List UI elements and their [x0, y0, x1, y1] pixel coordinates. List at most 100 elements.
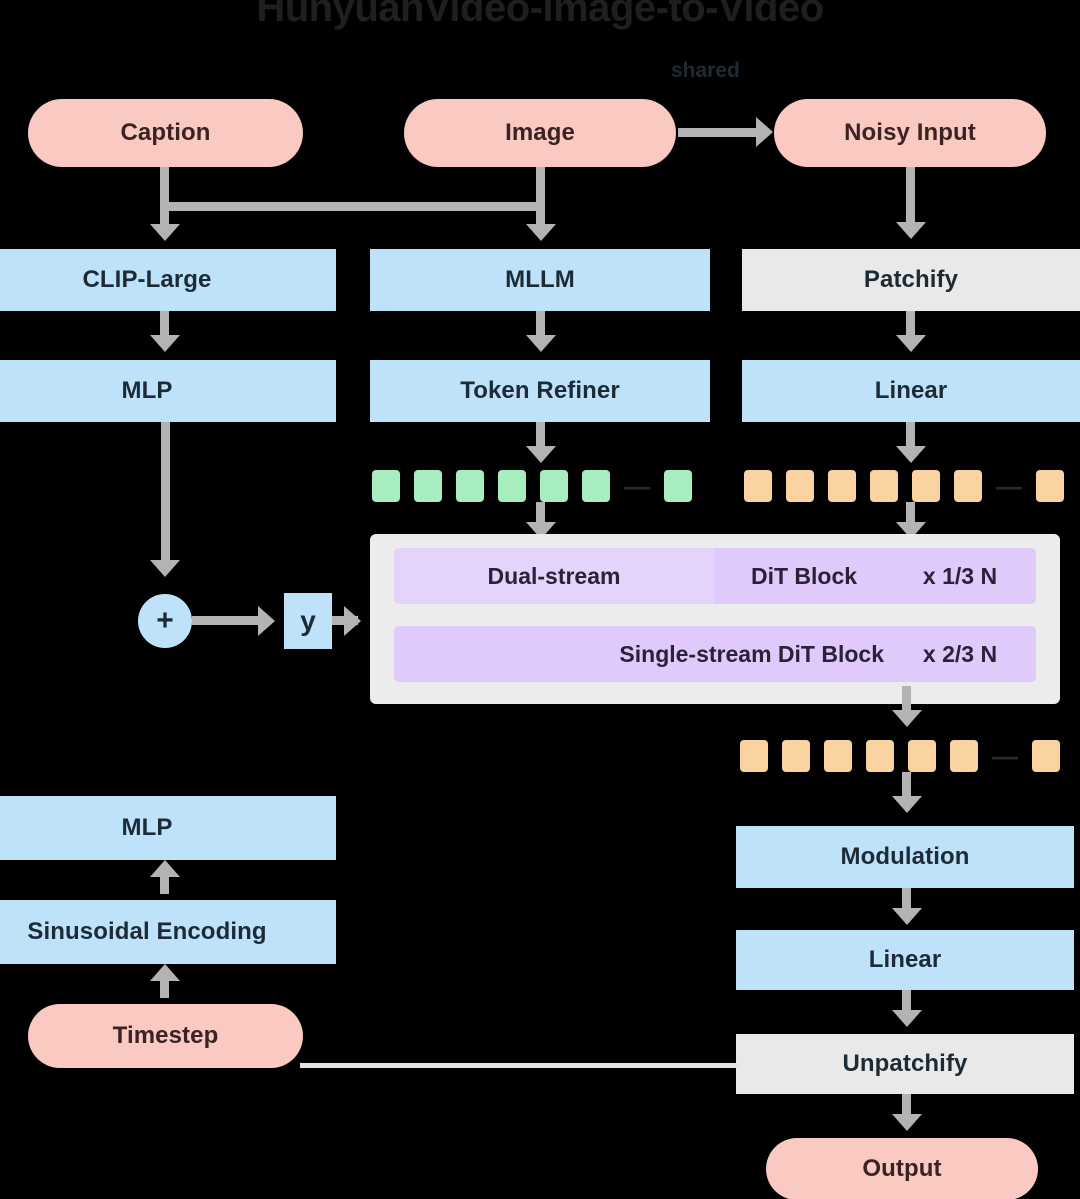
arrow-down-icon-linear-tokens — [896, 446, 926, 463]
arrow-right-icon-image-to-noisy — [756, 117, 773, 147]
connector-outtokens-to-modulation — [902, 772, 911, 804]
arrow-down-icon-modulation-linear — [892, 908, 922, 925]
token-cell — [782, 740, 810, 772]
block-unpatchify[interactable]: Unpatchify — [736, 1034, 1074, 1094]
token-cell — [1036, 470, 1064, 502]
connector-linear-to-unpatchify — [902, 990, 911, 1016]
connector-image-to-noisy — [678, 128, 758, 137]
sum-operator-node[interactable]: + — [138, 594, 192, 648]
token-ellipsis: — — [624, 471, 650, 501]
input-caption[interactable]: Caption — [28, 99, 303, 167]
arrow-down-icon-to-clip — [150, 224, 180, 241]
arrow-down-icon-linear-unpatchify — [892, 1010, 922, 1027]
block-sinusoidal-encoding[interactable]: Sinusoidal Encoding — [0, 900, 336, 964]
token-cell — [740, 740, 768, 772]
arrow-down-icon-clip-mlp — [150, 335, 180, 352]
input-caption-label: Caption — [120, 118, 211, 146]
token-ellipsis: — — [992, 741, 1018, 771]
block-output-label: Output — [862, 1154, 942, 1182]
block-token-refiner[interactable]: Token Refiner — [370, 360, 710, 422]
input-timestep-label: Timestep — [112, 1021, 219, 1049]
connector-bus-to-clip — [160, 202, 169, 230]
input-noisy-label: Noisy Input — [844, 118, 976, 146]
token-cell — [786, 470, 814, 502]
token-cell — [372, 470, 400, 502]
connector-modulation-to-linear — [902, 888, 911, 914]
token-ellipsis: — — [996, 471, 1022, 501]
arrow-down-icon-patchify-linear — [896, 335, 926, 352]
dit-dual-count: x 1/3 N — [884, 548, 1036, 604]
connector-noisy-to-patchify — [906, 167, 915, 225]
block-mlp-text[interactable]: MLP — [0, 360, 336, 422]
arrow-down-icon-refiner-tokens — [526, 446, 556, 463]
block-linear-out-label: Linear — [868, 945, 942, 973]
token-cell — [664, 470, 692, 502]
modulation-vector-y[interactable]: y — [284, 593, 332, 649]
token-cell — [950, 740, 978, 772]
arrow-down-icon-mllm-refiner — [526, 335, 556, 352]
block-linear-out[interactable]: Linear — [736, 930, 1074, 990]
page-title: HunyuanVideo-Image-to-Video — [256, 0, 824, 30]
input-image-label: Image — [505, 118, 575, 146]
connector-mlp-to-plus — [161, 422, 170, 562]
block-token-refiner-label: Token Refiner — [460, 376, 620, 404]
block-output[interactable]: Output — [766, 1138, 1038, 1199]
token-cell — [828, 470, 856, 502]
connector-mllm-to-refiner — [536, 311, 545, 343]
connector-bus-to-mllm — [536, 202, 545, 230]
arrow-up-icon-timestep-sinusoidal — [150, 964, 180, 981]
connector-timestep-to-unpatchify — [300, 1063, 740, 1068]
token-cell — [744, 470, 772, 502]
token-cell — [582, 470, 610, 502]
token-cell — [954, 470, 982, 502]
connector-refiner-to-tokens — [536, 422, 545, 454]
block-modulation-label: Modulation — [840, 842, 970, 870]
modulation-vector-y-label: y — [300, 605, 316, 636]
connector-sinusoidal-to-mlp — [160, 866, 169, 894]
connector-clip-to-mlp — [160, 311, 169, 343]
dit-dual-stream-row[interactable]: Dual-stream DiT Block x 1/3 N — [394, 548, 1036, 604]
connector-caption-down — [160, 167, 169, 207]
arrow-down-icon-unpatchify-output — [892, 1114, 922, 1131]
input-image[interactable]: Image — [404, 99, 676, 167]
dit-single-stream-row[interactable]: Single-stream DiT Block x 2/3 N — [394, 626, 1036, 682]
block-unpatchify-label: Unpatchify — [842, 1049, 968, 1077]
block-linear-in[interactable]: Linear — [742, 360, 1080, 422]
dit-single-count: x 2/3 N — [922, 640, 998, 667]
block-mllm[interactable]: MLLM — [370, 249, 710, 311]
connector-caption-image-bus — [160, 202, 545, 211]
token-cell — [540, 470, 568, 502]
connector-latenttokens-to-dit — [906, 502, 915, 530]
token-strip-output: — — [740, 740, 1074, 772]
shared-label: shared — [665, 57, 746, 85]
token-cell — [414, 470, 442, 502]
arrow-down-icon-to-patchify — [896, 222, 926, 239]
sum-operator-label: + — [156, 604, 174, 637]
arrow-up-icon-sinusoidal-mlp — [150, 860, 180, 877]
connector-dit-to-outtokens — [902, 686, 911, 718]
token-cell — [824, 740, 852, 772]
connector-texttokens-to-dit — [536, 502, 545, 530]
token-cell — [498, 470, 526, 502]
dit-row-gap — [714, 548, 724, 604]
token-cell — [866, 740, 894, 772]
block-linear-in-label: Linear — [874, 376, 948, 404]
block-modulation[interactable]: Modulation — [736, 826, 1074, 888]
connector-unpatchify-to-output — [902, 1094, 911, 1120]
token-strip-latent: — — [744, 470, 1078, 502]
arrow-down-icon-outtokens-modulation — [892, 796, 922, 813]
arrow-down-icon-dit-outtokens — [892, 710, 922, 727]
input-noisy[interactable]: Noisy Input — [774, 99, 1046, 167]
block-mlp-time-label: MLP — [121, 813, 173, 841]
dit-single-stream-name: Single-stream DiT Block — [619, 640, 884, 667]
token-cell — [912, 470, 940, 502]
block-mlp-text-label: MLP — [121, 376, 173, 404]
token-cell — [456, 470, 484, 502]
arrow-down-icon-to-mllm — [526, 224, 556, 241]
block-mllm-label: MLLM — [505, 265, 575, 293]
block-mlp-time[interactable]: MLP — [0, 796, 336, 860]
block-clip-large[interactable]: CLIP-Large — [0, 249, 336, 311]
block-patchify[interactable]: Patchify — [742, 249, 1080, 311]
input-timestep[interactable]: Timestep — [28, 1004, 303, 1068]
